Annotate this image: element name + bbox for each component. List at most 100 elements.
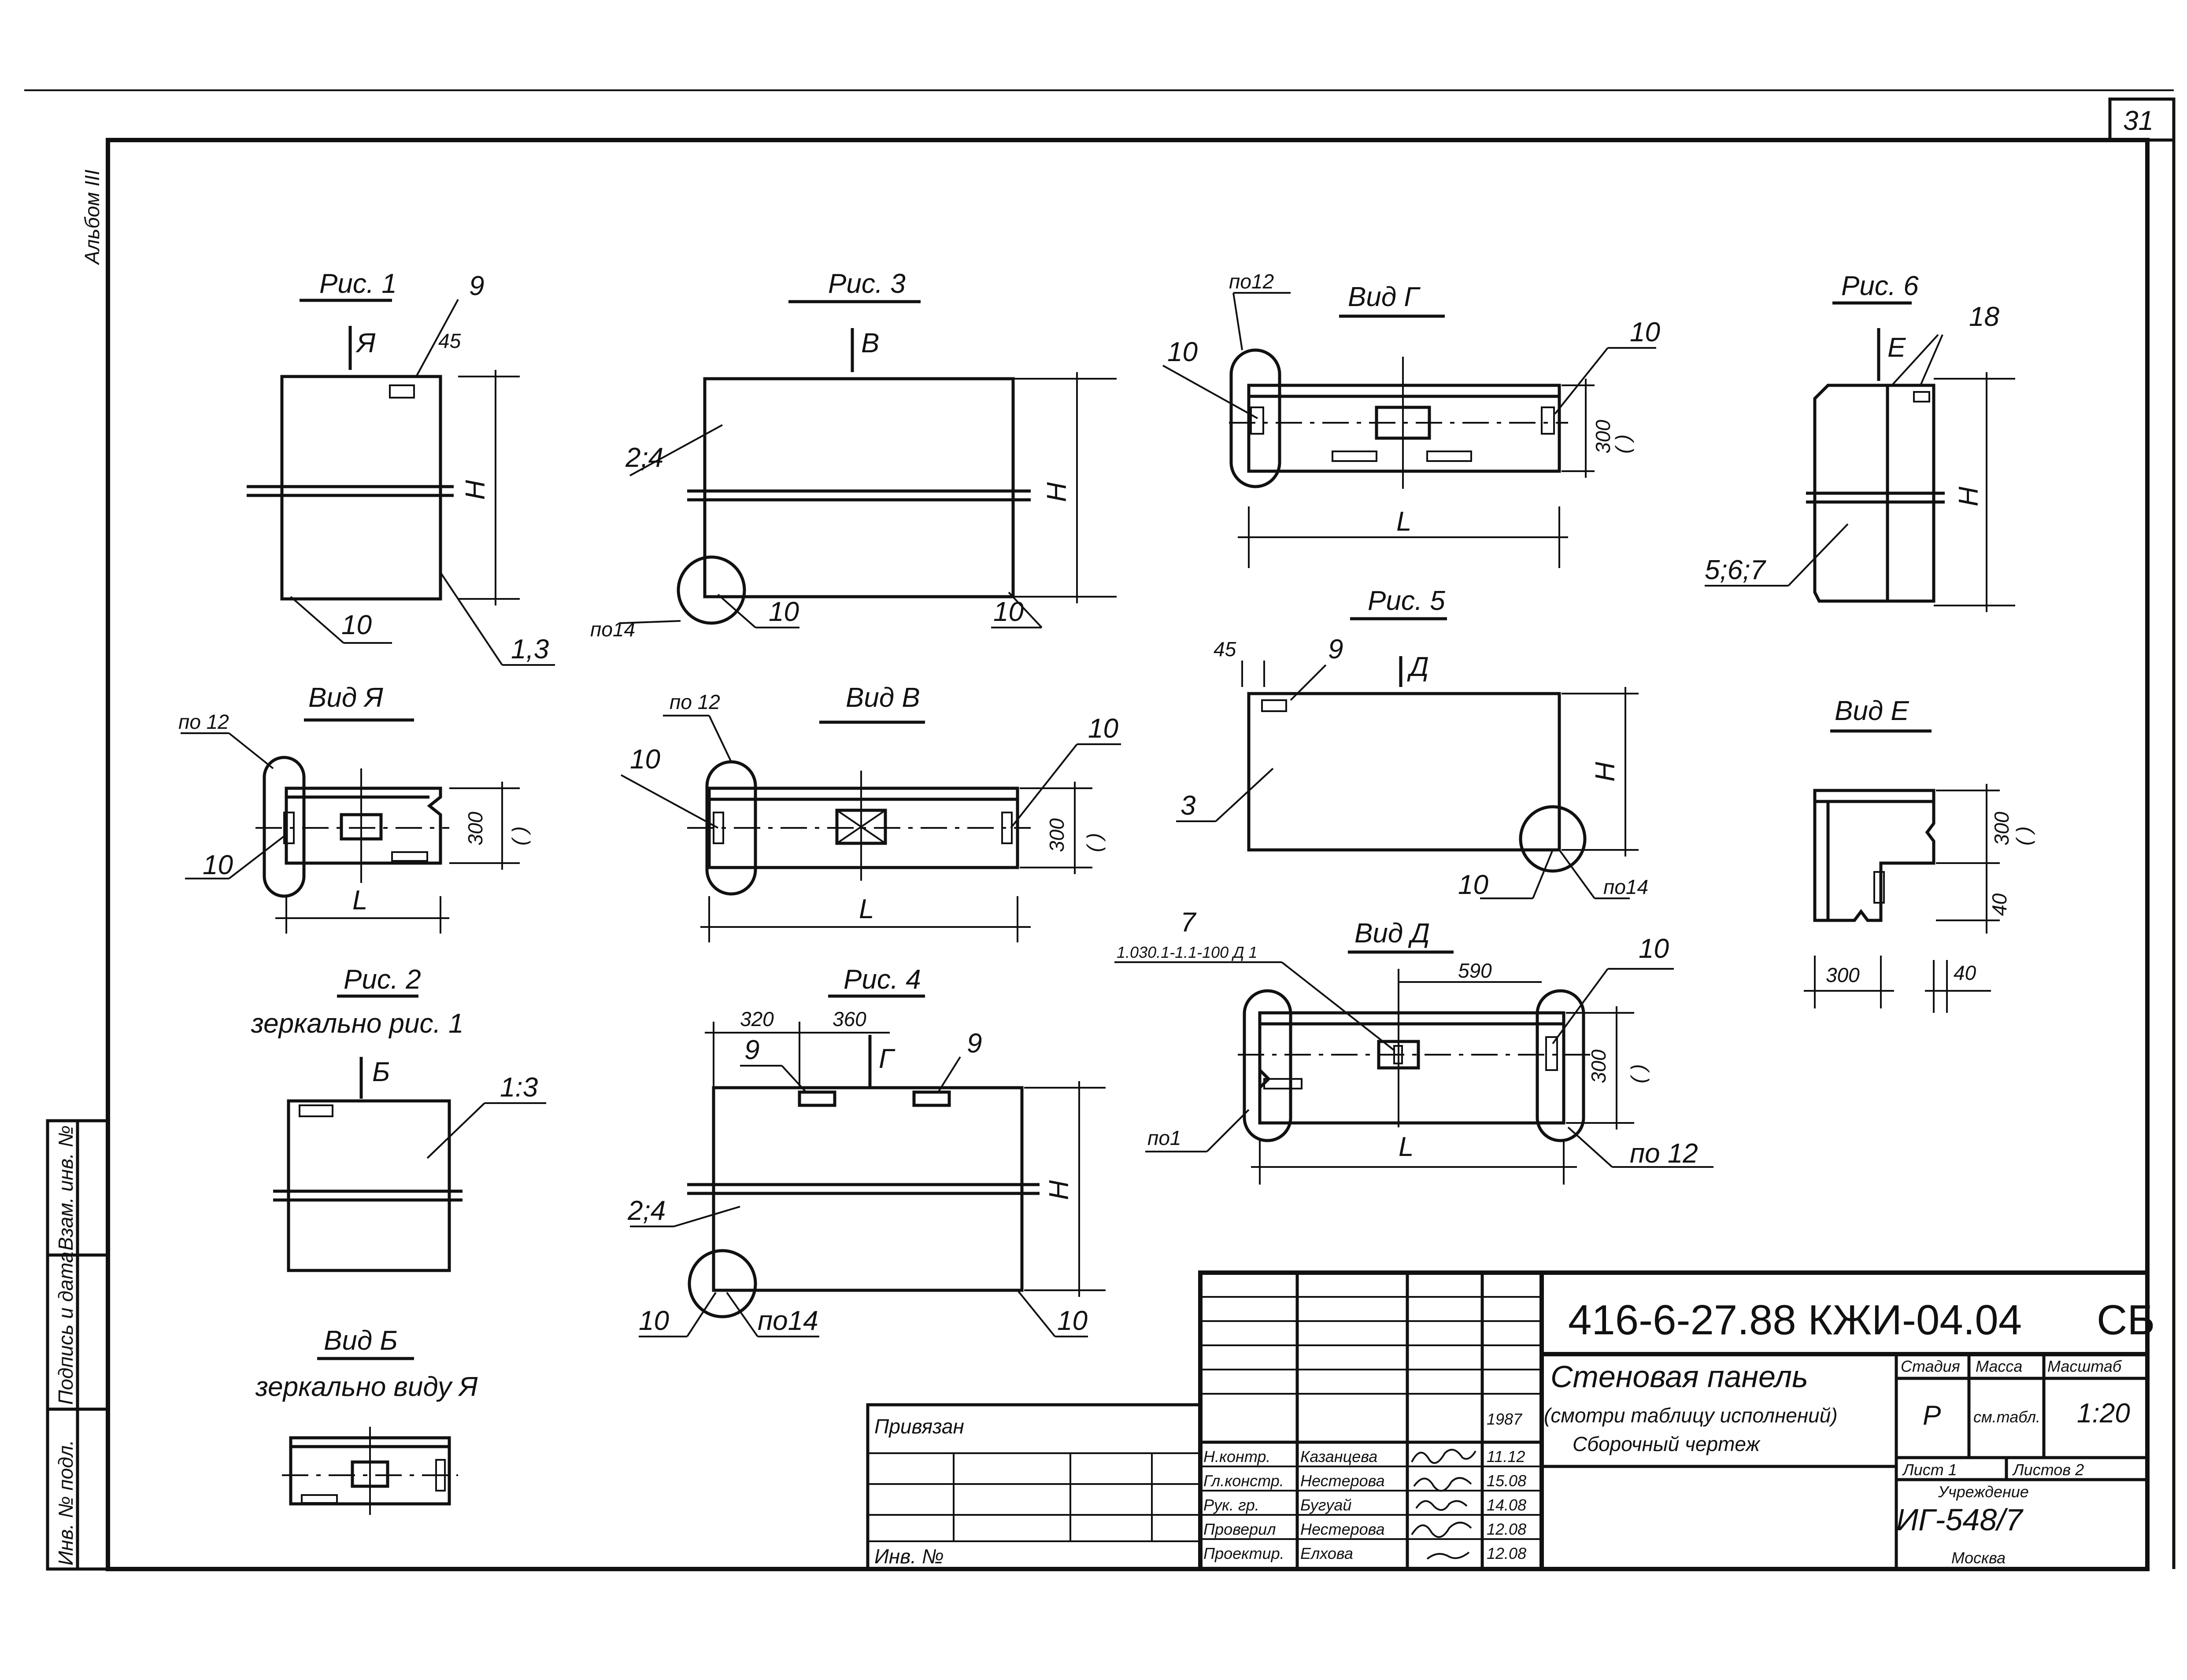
tb-sheet: Лист 1 [1902, 1461, 1957, 1479]
fig5-title: Рис. 5 [1368, 586, 1445, 616]
tb-role-3: Проверил [1203, 1520, 1276, 1538]
fig3-dim-H: Н [1042, 482, 1072, 502]
viewD-dim-L: L [1399, 1132, 1414, 1162]
viewA [181, 718, 520, 934]
fig4 [630, 994, 1106, 1337]
tb-name-3: Нестерова [1300, 1520, 1385, 1538]
viewE-title: Вид Е [1835, 696, 1909, 726]
viewA-title: Вид Я [308, 683, 383, 713]
viewG-mark-10a: 10 [1167, 337, 1198, 367]
viewD-mark-7: 7 [1180, 907, 1197, 938]
viewBe-subtitle: зеркально виду Я [255, 1372, 478, 1402]
tb-city: Москва [1951, 1549, 2006, 1567]
fig5-arrow-label: Д [1407, 652, 1429, 682]
tb-role-2: Рук. гр. [1203, 1496, 1259, 1514]
viewE-dim-40b: 40 [1954, 961, 1976, 984]
fig5-dim-H: Н [1590, 762, 1621, 782]
tb-name-4: Елхова [1300, 1544, 1353, 1562]
stamp-signature-date: Подпись и дата [54, 1252, 77, 1405]
tb-stage: Р [1923, 1400, 1941, 1431]
fig5-po14: по14 [1603, 875, 1648, 898]
viewB-dim-300: 300 [1045, 818, 1068, 852]
stamp-vzam-inv: Взам. инв. № [54, 1125, 77, 1251]
viewBe [282, 1357, 458, 1515]
viewB-po12: по 12 [670, 690, 720, 713]
viewG-po12: по12 [1229, 270, 1274, 293]
tb-name-1: Нестерова [1300, 1472, 1385, 1490]
fig6 [1705, 301, 2015, 612]
viewB [621, 715, 1121, 942]
fig5-mark-10: 10 [1458, 870, 1488, 900]
viewB-dim-L: L [859, 894, 874, 924]
fig1-mark-13: 1,3 [511, 634, 549, 665]
tb-inv-label: Инв. № [874, 1545, 944, 1568]
signatures [1411, 1449, 1477, 1560]
fig3 [621, 300, 1117, 628]
fig4-mark-10b: 10 [1057, 1306, 1088, 1336]
tb-mass: см.табл. [1973, 1408, 2040, 1426]
viewD [1114, 950, 1713, 1185]
stamp-inv-podl: Инв. № подл. [54, 1440, 77, 1566]
fig4-dim-320: 320 [740, 1008, 774, 1030]
viewG-title: Вид Г [1348, 282, 1421, 312]
viewG-dim-L: L [1396, 506, 1411, 537]
fig5 [1176, 617, 1639, 899]
tb-role-4: Проектир. [1203, 1544, 1284, 1562]
side-stamp [46, 1119, 110, 1571]
viewD-title: Вид Д [1354, 918, 1430, 949]
fig5-mark-9: 9 [1328, 634, 1343, 665]
viewE-dim-40a: 40 [1988, 893, 2011, 916]
viewD-ref: 1.030.1-1.1-100 Д 1 [1117, 943, 1258, 961]
fig2-arrow-label: Б [372, 1057, 390, 1087]
viewE-paren: ( ) [2012, 827, 2035, 846]
viewB-mark-10a: 10 [630, 744, 660, 775]
fig6-mark-567: 5;6;7 [1705, 555, 1766, 585]
title-block [866, 1270, 2150, 1571]
viewD-dim-300: 300 [1587, 1049, 1610, 1083]
tb-designation: 416-6-27.88 КЖИ-04.04 [1568, 1296, 2022, 1344]
viewG [1162, 292, 1656, 568]
viewD-po1: по1 [1147, 1126, 1181, 1149]
tb-institution: ИГ-548/7 [1896, 1503, 2024, 1537]
fig4-mark-9b: 9 [967, 1028, 982, 1059]
viewE-dim-300b: 300 [1826, 964, 1860, 986]
tb-date-2: 14.08 [1487, 1496, 1526, 1514]
album-label: Альбом III [81, 170, 104, 266]
fig6-arrow-label: Е [1887, 332, 1906, 363]
fig2-mark-13: 1:3 [500, 1072, 538, 1103]
fig4-po14: по14 [758, 1306, 818, 1336]
tb-title-line3: Сборочный чертеж [1573, 1433, 1761, 1455]
viewA-po12: по 12 [178, 710, 229, 733]
fig6-title: Рис. 6 [1841, 271, 1919, 301]
viewE [1804, 729, 2000, 1013]
viewA-mark-10: 10 [203, 850, 233, 880]
fig3-po14: по14 [590, 618, 635, 641]
fig4-mark-9a: 9 [744, 1035, 759, 1065]
tb-scale-header: Масштаб [2047, 1357, 2122, 1375]
viewG-dim-300: 300 [1591, 420, 1614, 454]
fig5-dim-45: 45 [1214, 638, 1236, 661]
tb-scale: 1:20 [2077, 1398, 2130, 1429]
tb-title-line2: (смотри таблицу исполнений) [1544, 1404, 1838, 1427]
viewA-paren: ( ) [508, 827, 531, 846]
fig4-title: Рис. 4 [844, 964, 921, 995]
tb-institution-label: Учреждение [1938, 1483, 2029, 1501]
tb-role-0: Н.контр. [1203, 1447, 1270, 1466]
viewD-dim-590: 590 [1458, 959, 1492, 982]
tb-doc-type: СБ [2097, 1296, 2155, 1344]
fig3-mark-10a: 10 [769, 597, 799, 627]
viewBe-title: Вид Б [324, 1326, 398, 1356]
fig5-mark-3: 3 [1180, 790, 1195, 821]
viewD-po12: по 12 [1630, 1138, 1698, 1169]
tb-bound-label: Привязан [874, 1415, 964, 1438]
tb-date-4: 12.08 [1487, 1544, 1526, 1562]
tb-role-1: Гл.констр. [1203, 1472, 1284, 1490]
tb-date-3: 12.08 [1487, 1520, 1526, 1538]
viewG-paren: ( ) [1611, 435, 1634, 454]
fig1-mark-10: 10 [341, 610, 372, 640]
fig1-title: Рис. 1 [319, 269, 397, 299]
tb-date-1: 15.08 [1487, 1472, 1526, 1490]
fig6-dim-H: Н [1954, 487, 1984, 506]
viewB-mark-10b: 10 [1088, 713, 1118, 744]
